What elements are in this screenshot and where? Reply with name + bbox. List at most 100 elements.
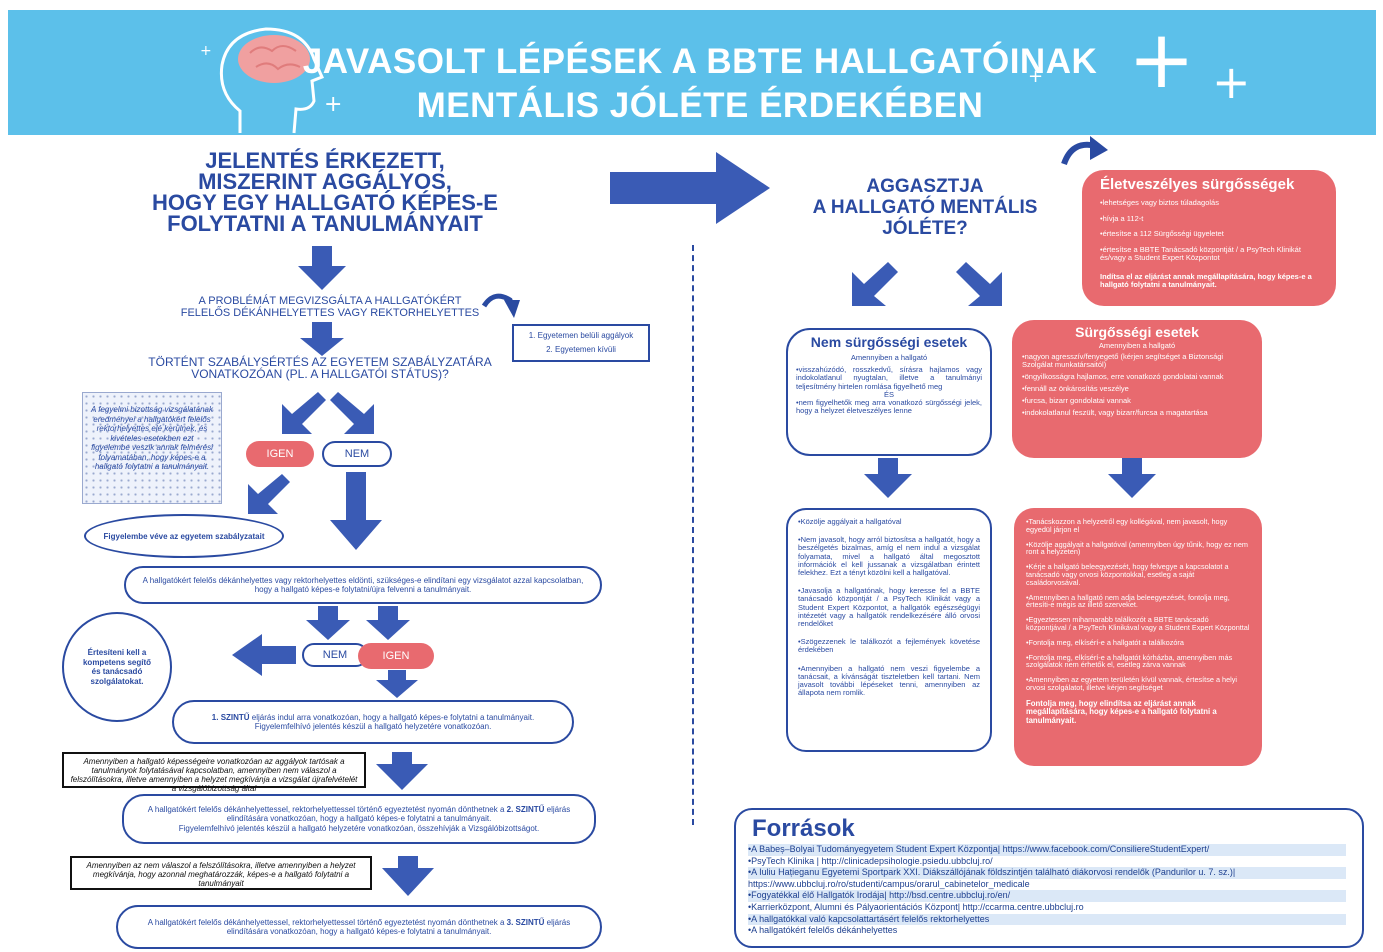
arrow-diag-icon — [852, 262, 898, 306]
life-threat-item: •értesítse a BBTE Tanácsadó központját /… — [1100, 244, 1301, 262]
svg-text:+: + — [200, 43, 212, 59]
urgent-step: •Fontolja meg, elkísérí-e a hallgatót kó… — [1026, 652, 1233, 670]
curved-arrow-icon — [504, 300, 520, 318]
source-item: •A hallgatókért felelős dékánhelyettes — [748, 925, 898, 936]
source-item: •A Babeș–Bolyai Tudományegyetem Student … — [748, 844, 1346, 856]
life-threat-box: Életveszélyes sürgősségek •lehetséges va… — [1082, 170, 1336, 306]
violation-line: TÖRTÉNT SZABÁLYSÉRTÉS AZ EGYETEM SZABÁLY… — [148, 355, 492, 369]
note-no-response: Amennyiben az nem válaszol a felszólítás… — [70, 856, 372, 890]
page-title: JAVASOLT LÉPÉSEK A BBTE HALLGATÓINAK MEN… — [300, 40, 1100, 128]
level2-line2: elindítására vonatkozóan, hogy a hallgat… — [226, 814, 492, 824]
no-badge: NEM — [322, 441, 392, 467]
note-persistent-concerns: Amennyiben a hallgató képességeire vonat… — [62, 752, 366, 793]
non-urgent-intro: Amennyiben a hallgató — [850, 353, 928, 362]
arrow-down-icon — [300, 322, 344, 356]
non-urgent-steps-box: •Közölje aggályait a hallgatóval •Nem ja… — [786, 508, 992, 752]
level1-line2: Figyelemfelhívó jelentés készül a hallga… — [254, 722, 492, 731]
main-question-title: JELENTÉS ÉRKEZETT, MISZERINT AGGÁLYOS, H… — [130, 148, 520, 235]
non-urgent-and: ÉS — [883, 389, 894, 399]
sources-box: Források •A Babeș–Bolyai Tudományegyetem… — [734, 808, 1364, 948]
source-item: •Karrierközpont, Alumni és Pályaorientác… — [748, 901, 1084, 912]
notify-services-circle: Értesíteni kell a kompetens segítő és ta… — [62, 612, 172, 722]
arrow-down-icon — [298, 246, 346, 290]
urgent-list: Amennyiben a hallgató •nagyon agresszív/… — [1022, 342, 1252, 417]
level1-label: 1. SZINTŰ — [211, 712, 250, 722]
non-urgent-list: Amennyiben a hallgató •visszahúzódó, ros… — [796, 353, 982, 416]
level2-line: A hallgatókért felelős dékánhelyettessel… — [136, 805, 582, 815]
urgent-item: •fennáll az önkárosítás veszélye — [1022, 384, 1129, 393]
level3-line2: elindítására vonatkozóan, hogy a hallgat… — [226, 927, 492, 936]
source-item: •PsyTech Klinika | http://clinicadepsiho… — [748, 855, 993, 866]
concerns-item: 2. Egyetemen kívüli — [546, 345, 616, 354]
source-item: •Fogyatékkal élő Hallgatók Irodája| http… — [748, 890, 1346, 902]
level2-text: A hallgatókért felelős dékánhelyettessel… — [147, 804, 507, 814]
non-urgent-item: •nem figyelhetők meg arra vonatkozó sürg… — [796, 398, 982, 416]
question-line: A HALLGATÓ MENTÁLIS — [812, 197, 1038, 218]
non-urgent-step: •Javasolja a hallgatónak, hogy keresse f… — [798, 586, 980, 629]
source-item: •A hallgatókkal való kapcsolattartásért … — [748, 913, 1346, 926]
title-line-2: MENTÁLIS JÓLÉTE ÉRDEKÉBEN — [416, 86, 984, 125]
non-urgent-title: Nem sürgősségi esetek — [810, 334, 968, 350]
life-threat-item: •hívja a 112-t — [1100, 213, 1144, 223]
no-badge-2: NEM — [302, 643, 368, 667]
arrow-down-icon — [306, 606, 350, 640]
urgent-step: •Tanácskozzon a helyzetről egy kollégáva… — [1026, 517, 1228, 534]
arrow-down-icon — [382, 856, 434, 896]
level3-text: eljárás — [544, 917, 571, 927]
source-item: •A Iuliu Hațieganu Egyetemi Sportpark XX… — [748, 867, 1346, 879]
level2-line3: Figyelemfelhívó jelentés készül a hallga… — [178, 823, 540, 833]
level2-label: 2. SZINTŰ — [506, 804, 545, 814]
non-urgent-step: •Közölje aggályait a hallgatóval — [798, 517, 902, 526]
urgent-step: •Közölje aggályait a hallgatóval (amenny… — [1026, 539, 1249, 557]
life-threat-footer: Indítsa el az eljárást annak megállapítá… — [1100, 271, 1312, 289]
non-urgent-box: Nem sürgősségi esetek Amennyiben a hallg… — [786, 328, 992, 456]
mental-wellbeing-question: AGGASZTJA A HALLGATÓ MENTÁLIS JÓLÉTE? — [790, 176, 1060, 239]
brain-head-icon: + + — [200, 27, 342, 134]
curved-arrow-icon — [481, 293, 515, 308]
svg-text:+: + — [324, 92, 342, 117]
arrow-down-icon — [366, 606, 410, 640]
step-examined: A PROBLÉMÁT MEGVIZSGÁLTA A HALLGATÓKÉRT … — [140, 295, 520, 319]
life-threat-item: •értesítse a 112 Sürgősségi ügyeletet — [1100, 229, 1224, 238]
arrow-down-icon — [330, 472, 382, 550]
life-threat-list: •lehetséges vagy biztos túladagolás •hív… — [1100, 198, 1318, 290]
level3-line: A hallgatókért felelős dékánhelyettessel… — [130, 918, 588, 928]
urgent-footer: Fontolja meg, hogy elindítsa az eljárást… — [1026, 698, 1217, 725]
urgent-step: •Fontolja meg, elkísérí-e a hallgatót a … — [1026, 637, 1184, 647]
arrow-down-icon — [1108, 458, 1156, 498]
plus-icon: + — [1028, 66, 1044, 87]
urgent-item: •indokolatlanul feszült, vagy bizarr/fur… — [1022, 408, 1208, 417]
main-title-line: JELENTÉS ÉRKEZETT, — [205, 148, 445, 173]
header-banner — [8, 10, 1376, 135]
level1-text: eljárás indul arra vonatkozóan, hogy a h… — [249, 712, 535, 722]
source-item: https://www.ubbcluj.ro/ro/studenti/campu… — [748, 878, 1030, 889]
plus-icon: + — [1212, 55, 1251, 109]
decide-line: A hallgatókért felelős dékánhelyettes va… — [142, 575, 584, 585]
arrow-diag-icon — [248, 474, 290, 514]
urgent-box: Sürgősségi esetek Amennyiben a hallgató … — [1012, 320, 1262, 458]
urgent-item: •nagyon agresszív/fenyegető (kérjen segí… — [1022, 352, 1224, 369]
sources-title: Források — [752, 815, 855, 842]
urgent-steps-box: •Tanácskozzon a helyzetről egy kollégáva… — [1014, 508, 1262, 766]
main-title-line: HOGY EGY HALLGATÓ KÉPES-E — [152, 190, 498, 215]
plus-icon: + — [1128, 13, 1196, 106]
decide-line: hogy a hallgató képes-e folytatni/újra f… — [254, 585, 472, 594]
arrow-diag-icon — [282, 392, 326, 434]
level3-text: A hallgatókért felelős dékánhelyettessel… — [147, 917, 507, 927]
sources-list: •A Babeș–Bolyai Tudományegyetem Student … — [748, 844, 1346, 937]
arrow-left-icon — [232, 634, 296, 676]
considering-regulations: Figyelembe véve az egyetem szabályzatait — [84, 514, 284, 558]
violation-line: VONATKOZÓAN (PL. A HALLGATÓI STÁTUS)? — [191, 367, 449, 381]
urgent-item: •öngyilkosságra hajlamos, erre vonatkozó… — [1022, 372, 1224, 381]
urgent-step: •Egyeztessen mihamarabb találkozót a BBT… — [1026, 615, 1250, 632]
urgent-intro: Amennyiben a hallgató — [1098, 341, 1176, 350]
question-line: JÓLÉTE? — [882, 218, 968, 239]
step-examined-line: FELELŐS DÉKÁNHELYETTES VAGY REKTORHELYET… — [180, 307, 480, 319]
urgent-step: •Amennyiben az egyetem területén kívül v… — [1026, 675, 1238, 692]
level2-text: eljárás — [544, 804, 571, 814]
arrow-down-icon — [864, 458, 912, 498]
level1-box: 1. SZINTŰ eljárás indul arra vonatkozóan… — [172, 700, 574, 744]
arrow-diag-icon — [330, 392, 374, 434]
level3-box: A hallgatókért felelős dékánhelyettessel… — [116, 905, 602, 949]
arrow-right-icon — [610, 152, 770, 224]
